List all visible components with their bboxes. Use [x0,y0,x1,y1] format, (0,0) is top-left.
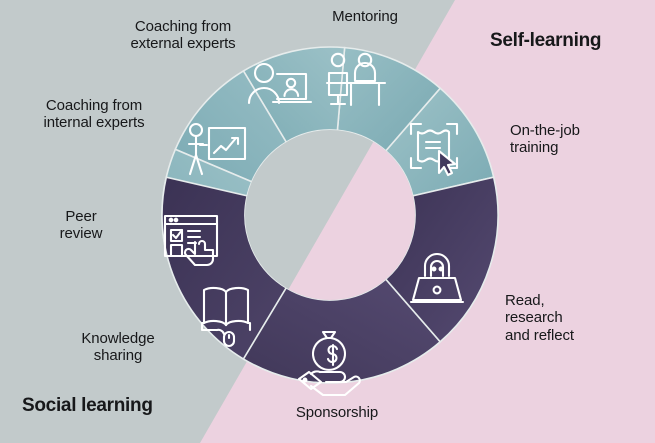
certificate-cursor-icon [409,122,459,177]
segment-label-read-research-reflect: Read, research and reflect [505,292,574,344]
open-book-mouse-icon [200,286,252,348]
video-call-person-icon [247,62,313,105]
segment-icons [163,52,465,397]
segment-label-coaching-external: Coaching from external experts [130,18,236,53]
presenter-whiteboard-icon [187,122,247,176]
segment-label-mentoring: Mentoring [332,8,398,25]
category-label-self-learning: Self-learning [490,30,602,51]
segment-label-sponsorship: Sponsorship [295,404,379,421]
segment-label-peer-review: Peer review [59,208,103,243]
segment-label-coaching-internal: Coaching from internal experts [43,97,145,132]
segment-label-knowledge-sharing: Knowledge sharing [81,330,155,365]
checklist-hand-icon [163,214,219,267]
hand-money-bag-icon [297,330,361,397]
two-people-desk-icon [325,52,387,107]
category-label-social-learning: Social learning [22,395,153,416]
segment-label-on-the-job-training: On-the-job training [510,122,580,157]
laptop-person-icon [409,252,465,304]
